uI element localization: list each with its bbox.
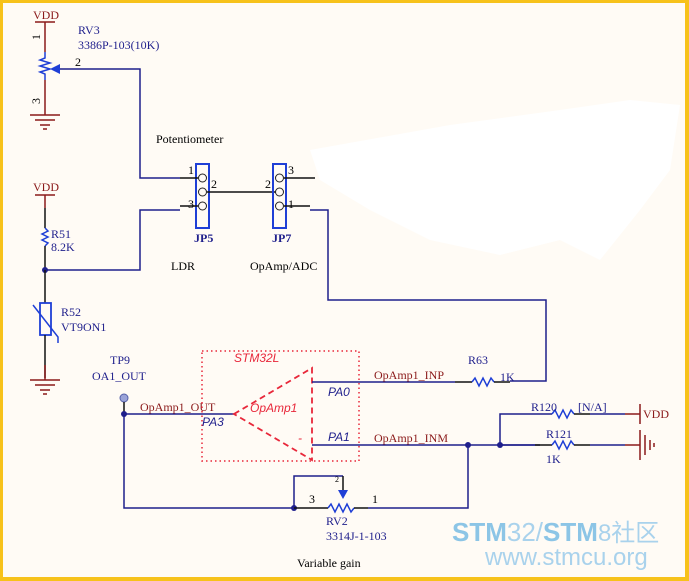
rv3-value: 3386P-103(10K) bbox=[78, 38, 159, 52]
watermark-stm-2: STM bbox=[543, 517, 598, 547]
watermark-url: www.stmcu.org bbox=[484, 544, 648, 571]
jp7-ref: JP7 bbox=[272, 231, 291, 245]
rv2-pin3: 3 bbox=[309, 492, 315, 506]
rv2-pin1: 1 bbox=[372, 492, 378, 506]
vdd-label-top: VDD bbox=[33, 8, 59, 22]
r51-ref: R51 bbox=[51, 227, 71, 241]
jp5-ref: JP5 bbox=[194, 231, 213, 245]
ldr-divider bbox=[30, 194, 180, 395]
r120-ref: R120 bbox=[531, 400, 557, 414]
r52-ref: R52 bbox=[61, 305, 81, 319]
watermark-8-community: 8社区 bbox=[598, 520, 659, 547]
rv3-pin3: 3 bbox=[29, 98, 43, 104]
vdd-label-right: VDD bbox=[643, 407, 669, 421]
r121-resistor bbox=[500, 430, 655, 460]
pin-pa0: PA0 bbox=[328, 385, 350, 399]
note-opamp-adc: OpAmp/ADC bbox=[250, 259, 317, 273]
net-opamp1-inp: OpAmp1_INP bbox=[374, 368, 444, 382]
wire-jp7-to-r63 bbox=[310, 209, 547, 382]
note-potentiometer: Potentiometer bbox=[156, 132, 223, 146]
r120-value: [N/A] bbox=[578, 400, 607, 414]
rv2-value: 3314J-1-103 bbox=[326, 529, 387, 543]
r121-value: 1K bbox=[546, 452, 561, 466]
rv3-ref: RV3 bbox=[78, 23, 100, 37]
watermark: STM32/STM8社区 www.stmcu.org bbox=[452, 517, 659, 571]
watermark-32: 32/ bbox=[507, 517, 544, 547]
opamp-minus-sign: - bbox=[298, 431, 302, 445]
rv2-potentiometer[interactable] bbox=[291, 475, 368, 514]
r121-ref: R121 bbox=[546, 427, 572, 441]
stm32l-block bbox=[201, 350, 370, 462]
r51-value: 8.2K bbox=[51, 240, 75, 254]
jp5-jumper[interactable] bbox=[180, 163, 276, 229]
jp5-pin2: 2 bbox=[211, 177, 217, 191]
tp9-ref: TP9 bbox=[110, 353, 130, 367]
net-opamp1-inm: OpAmp1_INM bbox=[374, 431, 448, 445]
tp9-test-point[interactable] bbox=[119, 393, 129, 403]
r120-resistor bbox=[499, 404, 641, 445]
mcu-label: STM32L bbox=[234, 351, 279, 365]
jp7-jumper[interactable] bbox=[272, 163, 315, 229]
rv3-potentiometer bbox=[30, 21, 180, 179]
r52-value: VT9ON1 bbox=[61, 320, 106, 334]
note-ldr: LDR bbox=[171, 259, 195, 273]
vdd-label-mid: VDD bbox=[33, 180, 59, 194]
svg-text:STM32/STM8社区: STM32/STM8社区 bbox=[452, 517, 659, 547]
net-opamp1-out: OpAmp1_OUT bbox=[140, 400, 216, 414]
pin-pa3: PA3 bbox=[202, 415, 224, 429]
jp5-pin3: 3 bbox=[188, 197, 194, 211]
rv3-pin2: 2 bbox=[75, 55, 81, 69]
r63-ref: R63 bbox=[468, 353, 488, 367]
pin-pa1: PA1 bbox=[328, 430, 350, 444]
rv2-ref: RV2 bbox=[326, 514, 348, 528]
jp7-pin3: 3 bbox=[288, 163, 294, 177]
jp7-pin2: 2 bbox=[265, 177, 271, 191]
erased-region bbox=[310, 100, 680, 260]
r63-resistor bbox=[370, 376, 510, 388]
wire-feedback-right bbox=[368, 445, 469, 509]
jp7-pin1: 1 bbox=[288, 197, 294, 211]
watermark-stm-1: STM bbox=[452, 517, 507, 547]
wire-feedback-left bbox=[123, 414, 294, 509]
opamp-label: OpAmp1 bbox=[250, 401, 297, 415]
r63-value: 1K bbox=[500, 370, 515, 384]
rv3-pin1: 1 bbox=[29, 34, 43, 40]
jp5-pin1: 1 bbox=[188, 163, 194, 177]
note-variable-gain: Variable gain bbox=[297, 556, 361, 570]
rv2-pin2: 2 bbox=[335, 475, 339, 484]
tp9-net: OA1_OUT bbox=[92, 369, 147, 383]
